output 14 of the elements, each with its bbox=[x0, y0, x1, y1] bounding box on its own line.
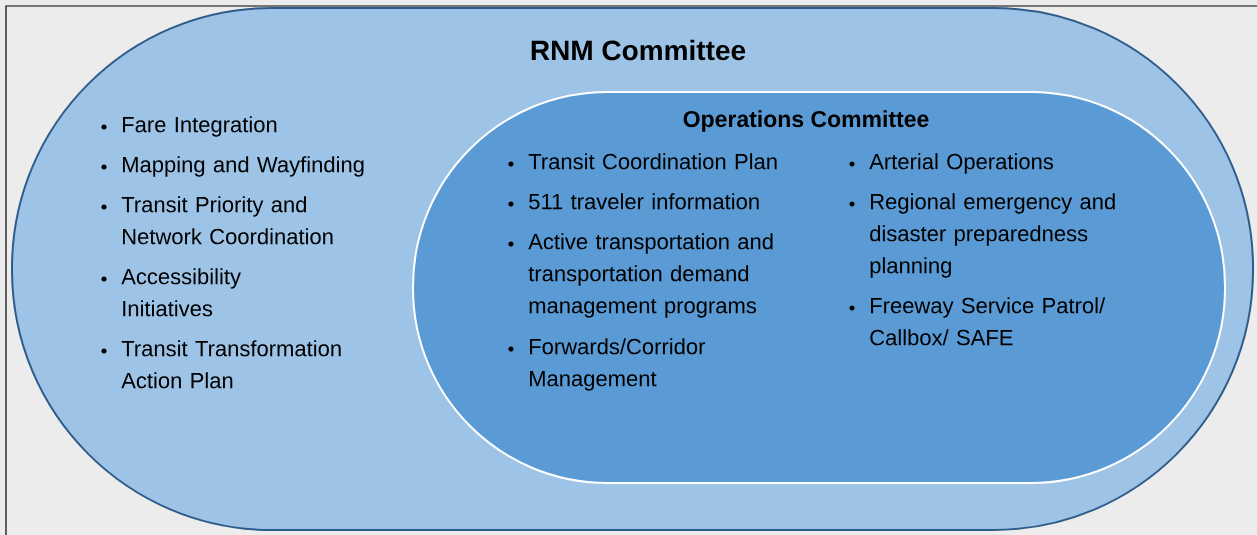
bullet-item: Freeway Service Patrol/ Callbox/ SAFE bbox=[849, 297, 1106, 346]
bullet-item: Mapping and Wayfinding bbox=[101, 156, 364, 177]
bullet-item: Accessibility Initiatives bbox=[101, 268, 241, 317]
bullet-item: Arterial Operations bbox=[849, 153, 1054, 174]
bullet-item: Fare Integration bbox=[101, 116, 277, 137]
bullet-item: Transit Coordination Plan bbox=[508, 153, 777, 170]
bullet-item: 511 traveler information bbox=[508, 193, 759, 210]
bullet-item: Transit Priority and Network Coordination bbox=[101, 196, 333, 245]
bullet-item: Forwards/Corridor Management bbox=[508, 338, 706, 391]
committee-title: RNM Committee bbox=[531, 39, 746, 61]
committee-title: Operations Committee bbox=[683, 110, 929, 132]
bullet-item: Active transportation and transportation demand management programs bbox=[508, 233, 773, 318]
bullet-item: Transit Transformation Action Plan bbox=[101, 340, 341, 389]
bullet-item: Regional emergency and disaster preparedness planning bbox=[849, 193, 1115, 278]
